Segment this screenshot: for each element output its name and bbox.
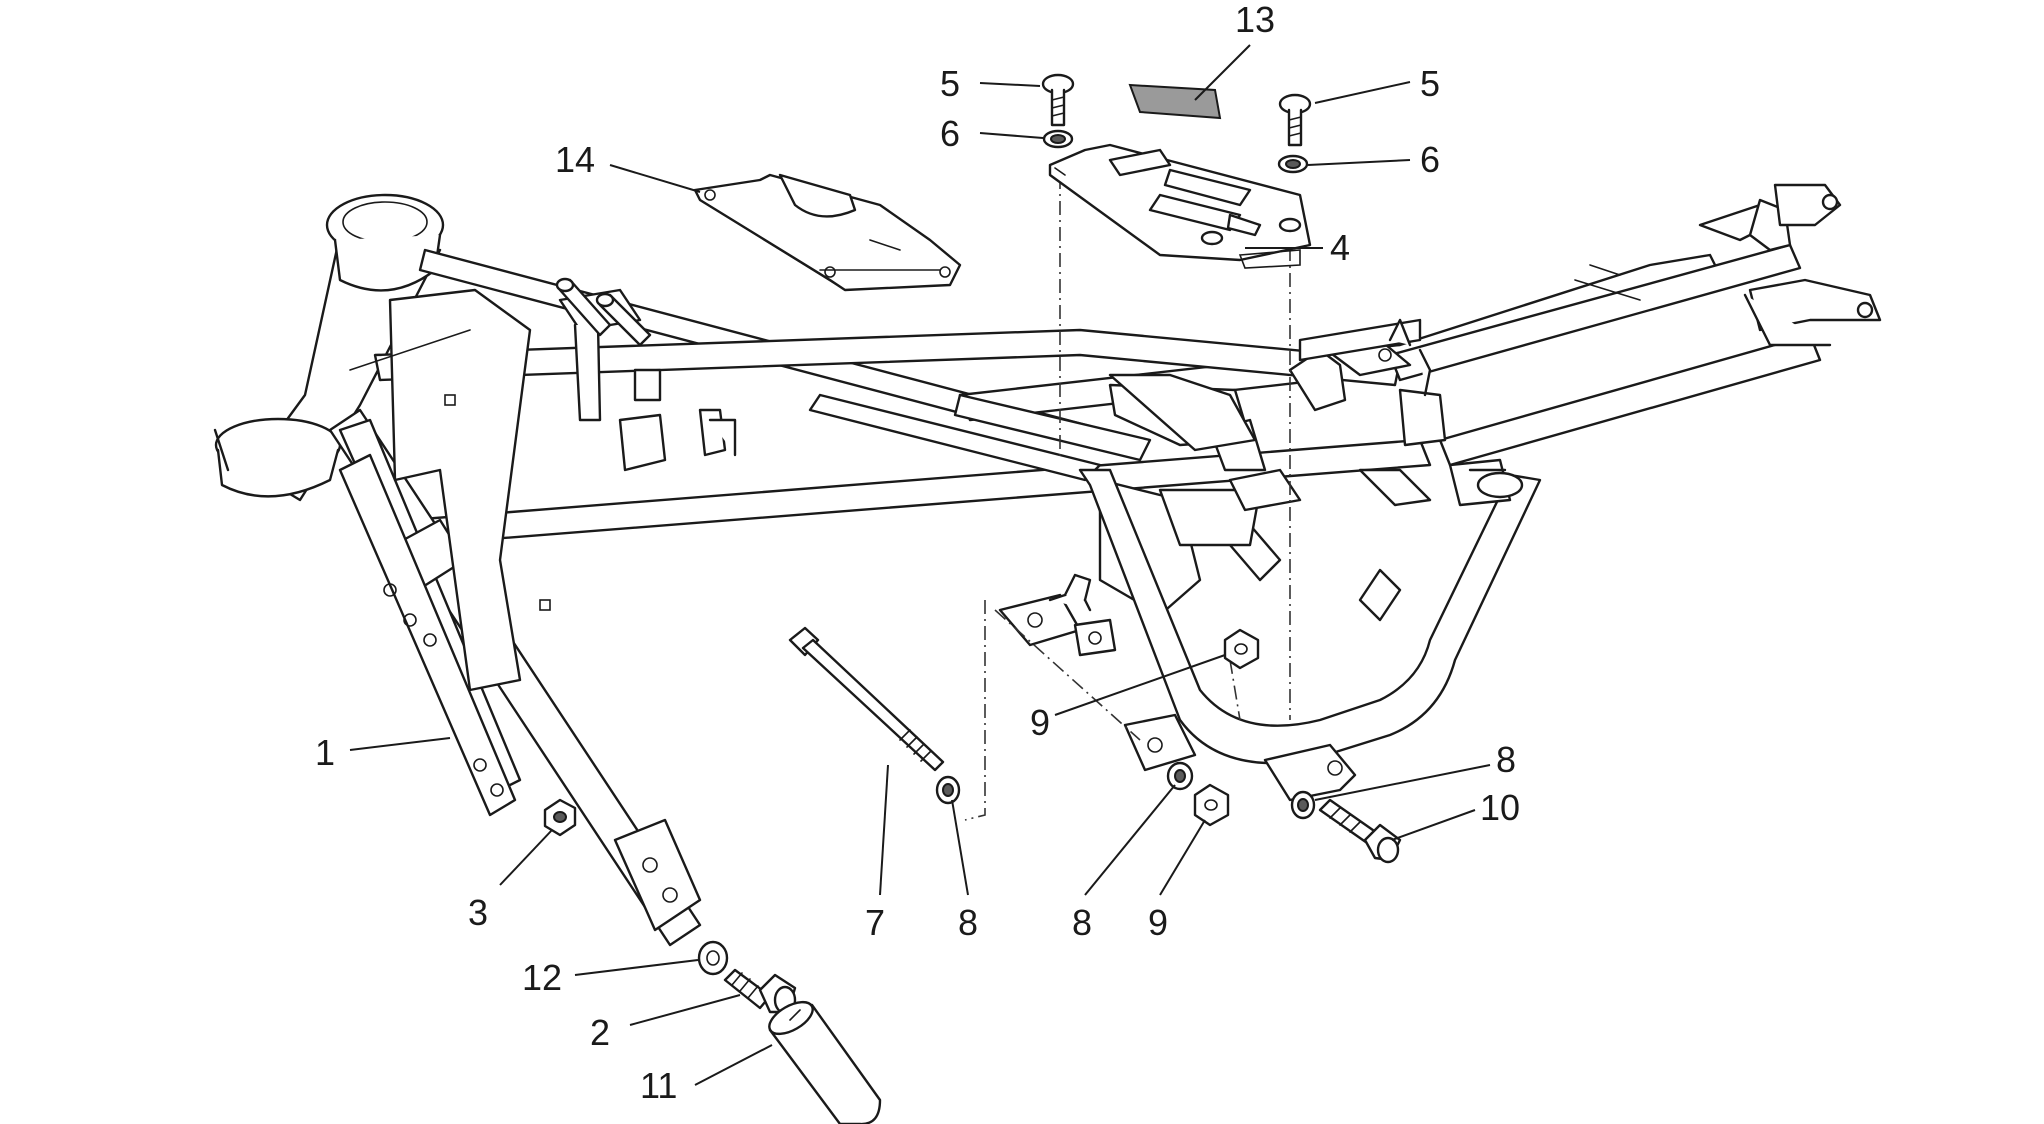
label-11: 11	[640, 1065, 677, 1106]
label-6-left: 6	[940, 113, 960, 154]
label-5-left: 5	[940, 63, 960, 104]
label-7: 7	[865, 902, 885, 943]
label-5-right: 5	[1420, 63, 1440, 104]
label-10: 10	[1480, 787, 1520, 828]
part-5-bolt-left	[1041, 73, 1075, 127]
label-9-upper: 9	[1030, 702, 1050, 743]
label-14: 14	[555, 139, 595, 180]
label-13: 13	[1235, 0, 1275, 40]
part-3-nut	[543, 798, 577, 837]
part-6-washer-right	[1277, 154, 1309, 174]
part-7-long-bolt	[788, 626, 945, 772]
part-9-nut-lower	[1193, 783, 1230, 827]
label-9-lower: 9	[1148, 902, 1168, 943]
part-10-bolt	[1318, 798, 1402, 864]
part-8-washer-a	[935, 775, 961, 805]
label-8-b: 8	[1072, 902, 1092, 943]
label-8-c: 8	[1496, 739, 1516, 780]
part-6-washer-left	[1042, 129, 1074, 149]
part-5-bolt-right	[1278, 93, 1312, 147]
part-4-plate	[1048, 143, 1312, 269]
part-14-cover	[693, 173, 962, 292]
label-1: 1	[315, 732, 335, 773]
part-12-washer	[697, 940, 729, 976]
part-13-pad	[1128, 83, 1222, 120]
label-2: 2	[590, 1012, 610, 1053]
part-8-washer-c	[1290, 790, 1316, 820]
leader-lines	[349, 44, 1491, 1086]
label-4: 4	[1330, 227, 1350, 268]
part-8-washer-b	[1166, 761, 1194, 791]
part-9-nut-upper	[1223, 628, 1260, 670]
label-8-a: 8	[958, 902, 978, 943]
part-11-sleeve	[768, 1000, 882, 1124]
label-12: 12	[522, 957, 562, 998]
label-3: 3	[468, 892, 488, 933]
part-labels: 1 3 4 5 5 6 6 7 8 8 8 9 9 10 11 12 2 13 …	[315, 0, 1520, 1106]
main-frame	[213, 183, 1882, 947]
label-6-right: 6	[1420, 139, 1440, 180]
assembly-centerlines	[964, 175, 1291, 821]
